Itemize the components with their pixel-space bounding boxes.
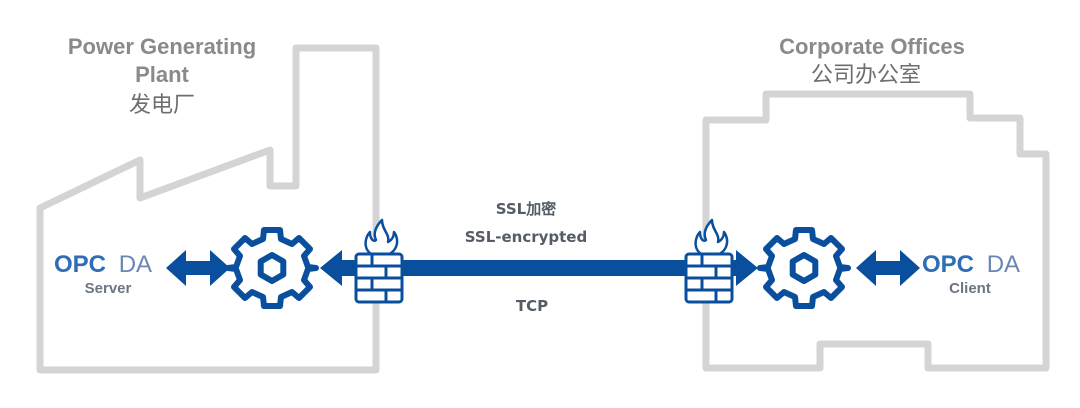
tunnel-label-cn: SSL加密 <box>496 200 557 218</box>
gear-icon <box>225 227 319 309</box>
left-site-title-cn: 发电厂 <box>129 93 195 118</box>
firewall-icon <box>684 218 734 304</box>
flame-icon <box>694 218 729 258</box>
right-site-title-cn: 公司办公室 <box>811 63 921 88</box>
right-site-title-line1: Corporate Offices <box>779 34 965 59</box>
client-role-label: Client <box>949 280 991 297</box>
tunnel-arrow <box>320 250 758 286</box>
flame-icon <box>364 218 399 258</box>
gear-icon <box>757 227 851 309</box>
server-opc-da-label: OPC DA <box>54 251 152 278</box>
client-opc-text: OPC <box>922 251 974 278</box>
right-double-arrow <box>856 250 920 286</box>
server-opc-text: OPC <box>54 251 106 278</box>
factory-outline <box>36 44 380 374</box>
server-role-label: Server <box>85 280 132 297</box>
server-da-text: DA <box>119 251 152 278</box>
firewall-icon <box>354 218 404 304</box>
office-building-outline <box>702 90 1050 372</box>
left-double-arrow <box>166 250 230 286</box>
tunnel-protocol-label: TCP <box>516 297 548 315</box>
client-da-text: DA <box>987 251 1020 278</box>
left-site-title-line2: Plant <box>135 62 189 87</box>
client-opc-da-label: OPC DA <box>922 251 1020 278</box>
left-site-title-line1: Power Generating <box>68 34 256 59</box>
tunnel-label-en: SSL-encrypted <box>465 228 587 246</box>
